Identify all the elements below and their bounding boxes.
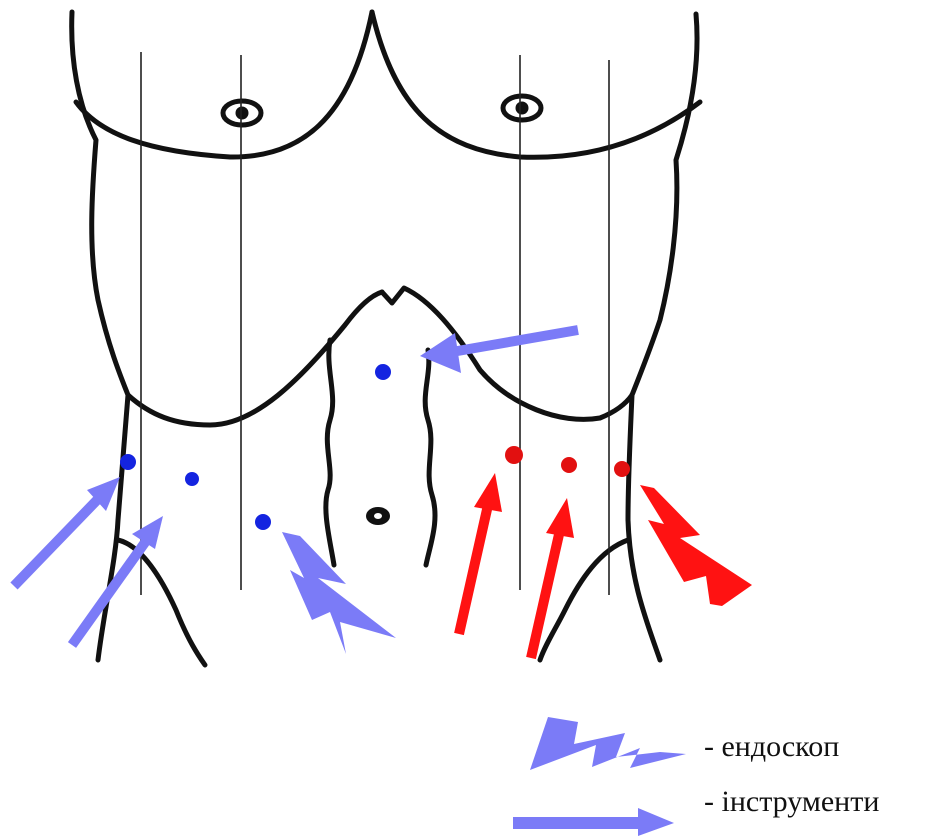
- legend: [513, 717, 686, 836]
- port-right-inner-red: [505, 446, 523, 464]
- port-points: [120, 364, 630, 530]
- right-shoulder-contour: [632, 14, 697, 395]
- right-nipple: [503, 96, 541, 120]
- red-endoscope-arrow: [640, 485, 752, 606]
- left-nipple: [223, 101, 261, 125]
- port-left-outer-blue: [120, 454, 136, 470]
- rectus-right-edge: [425, 350, 435, 565]
- left-flank: [98, 395, 128, 660]
- port-right-mid-red: [561, 457, 577, 473]
- legend-instrument-icon: [513, 808, 674, 836]
- right-chest-contour: [372, 12, 700, 157]
- left-chest-contour: [76, 12, 372, 157]
- blue-arrow-epigastric: [420, 330, 578, 373]
- port-left-inner-blue: [255, 514, 271, 530]
- blue-endoscope-arrow: [282, 532, 396, 654]
- red-arrow-right-inner: [459, 473, 502, 634]
- legend-endoscope-label: - ендоскоп: [704, 730, 839, 764]
- right-rib-arch: [382, 288, 632, 419]
- left-shoulder-contour: [72, 12, 128, 395]
- left-rib-arch: [128, 292, 382, 425]
- port-left-mid-blue: [185, 472, 199, 486]
- navel: [366, 507, 390, 525]
- rectus-left-edge: [326, 340, 334, 565]
- port-epigastric-blue: [375, 364, 391, 380]
- legend-instruments-label: - інструменти: [704, 785, 879, 819]
- port-right-outer-red: [614, 461, 630, 477]
- blue-arrow-left-outer: [14, 477, 120, 586]
- legend-endoscope-icon: [530, 717, 686, 770]
- torso-outline: [72, 12, 700, 665]
